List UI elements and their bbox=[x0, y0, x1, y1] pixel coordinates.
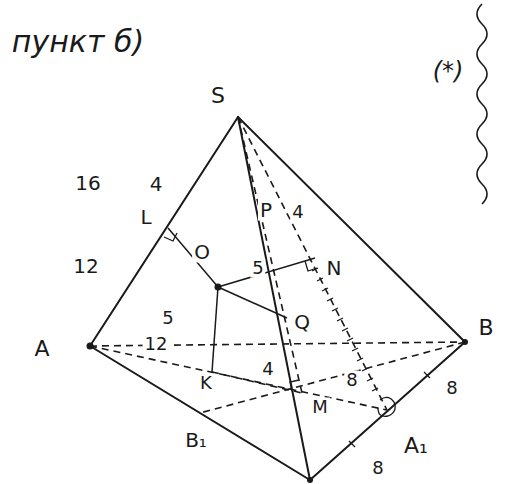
edge-line bbox=[238, 117, 465, 342]
hatch-marks bbox=[164, 233, 430, 447]
center-dot bbox=[215, 284, 222, 291]
point-label: A₁ bbox=[402, 434, 430, 457]
pyramid-edges bbox=[90, 117, 465, 480]
dashed-line bbox=[238, 117, 302, 393]
dashed-line bbox=[238, 117, 387, 410]
wavy-bracket bbox=[477, 4, 487, 204]
point-label: M bbox=[310, 398, 330, 417]
point-label: 12 bbox=[71, 256, 100, 277]
point-label: 4 bbox=[290, 203, 305, 222]
point-dots bbox=[87, 284, 469, 484]
point-label: P bbox=[258, 200, 274, 221]
point-label: K bbox=[198, 374, 214, 393]
point-label: 5 bbox=[250, 259, 265, 278]
segment-line bbox=[218, 258, 315, 287]
vertex-dot bbox=[87, 343, 94, 350]
hatching bbox=[312, 268, 378, 391]
right-angle-mark bbox=[290, 380, 299, 391]
dashed-line bbox=[212, 372, 302, 393]
point-label: L bbox=[138, 207, 153, 228]
point-label: 16 bbox=[73, 173, 102, 194]
point-label: 8 bbox=[370, 459, 385, 478]
point-label: S bbox=[209, 84, 227, 107]
edge-line bbox=[90, 346, 310, 480]
edge-line bbox=[238, 117, 310, 480]
point-label: B bbox=[476, 316, 495, 339]
point-label: N bbox=[325, 258, 344, 279]
edge-line bbox=[310, 342, 465, 480]
point-label: Q bbox=[292, 312, 312, 333]
radius-lines bbox=[168, 228, 315, 372]
scribble-mark bbox=[378, 397, 395, 416]
dashed-line bbox=[90, 346, 387, 410]
dashed-line bbox=[200, 342, 465, 413]
right-angle-mark bbox=[164, 233, 177, 241]
point-label: O bbox=[192, 242, 212, 263]
vertex-dot bbox=[307, 477, 313, 483]
point-label: 4 bbox=[260, 360, 275, 379]
point-label: B₁ bbox=[183, 430, 209, 451]
section-heading: пункт б) bbox=[10, 26, 146, 58]
point-label: 4 bbox=[148, 174, 165, 195]
point-label: 12 bbox=[143, 335, 170, 354]
hidden-lines bbox=[90, 117, 465, 413]
point-label: 8 bbox=[444, 379, 459, 398]
point-label: 8 bbox=[344, 371, 359, 390]
point-label: (*) bbox=[431, 59, 466, 84]
point-label: 5 bbox=[160, 309, 175, 328]
point-label: A bbox=[32, 337, 51, 360]
right-angle-mark bbox=[305, 261, 317, 271]
vertex-dot bbox=[462, 339, 468, 345]
segment-line bbox=[218, 287, 287, 318]
segment-line bbox=[212, 287, 218, 372]
